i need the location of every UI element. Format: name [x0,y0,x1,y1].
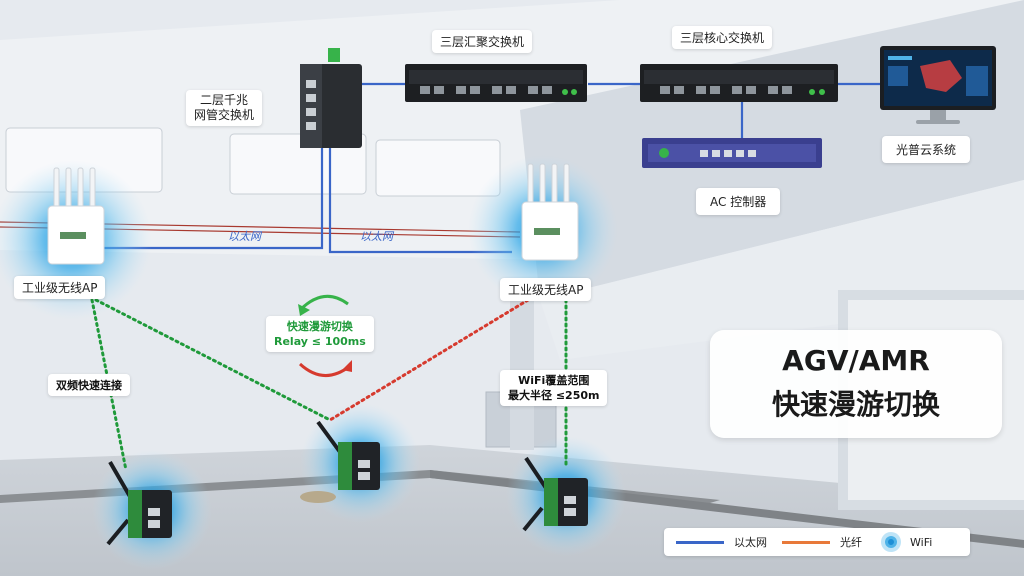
legend-item-fiber: 光纤 [782,528,862,556]
legend: 以太网 光纤 WiFi [664,528,970,556]
coverage-label-line2: 最大半径 ≤250m [508,389,600,402]
aggregation-switch-label: 三层汇聚交换机 [432,30,533,53]
roaming-label-line2: Relay ≤ 100ms [274,335,366,348]
ap-left-label: 工业级无线AP [14,276,106,299]
cloud-system-label: 光普云系统 [882,136,971,163]
aggregation-switch-icon [405,64,587,102]
agv-terminal-left-icon [106,460,172,546]
legend-ethernet-label: 以太网 [734,536,767,549]
ethernet-middle-label: 以太网 [360,230,393,243]
ethernet-line-swatch [676,540,724,544]
wifi-icon [881,532,901,552]
l2-switch-label-line1: 二层千兆 [200,93,249,107]
roaming-label: 快速漫游切换 Relay ≤ 100ms [266,316,374,352]
access-point-right-icon [521,163,579,261]
ethernet-left-label: 以太网 [228,230,261,243]
ac-controller-label: AC 控制器 [696,188,781,215]
ac-controller-icon [642,138,822,168]
agv-terminal-middle-icon [300,420,380,503]
ethernet-links [102,82,884,254]
legend-fiber-label: 光纤 [840,536,862,549]
dual-band-label: 双频快速连接 [48,374,130,396]
l2-switch-icon [300,48,362,148]
title-line1: AGV/AMR [782,344,930,377]
access-point-left-icon [47,167,105,265]
roaming-label-line1: 快速漫游切换 [286,320,353,333]
legend-item-wifi: WiFi [880,528,932,556]
core-switch-icon [640,64,838,102]
l2-switch-label: 二层千兆 网管交换机 [186,90,263,126]
agv-terminal-right-icon [522,456,588,532]
monitor-icon [880,46,996,124]
legend-wifi-label: WiFi [910,535,933,549]
l2-switch-label-line2: 网管交换机 [194,108,255,122]
ap-right-label: 工业级无线AP [500,278,592,301]
roaming-arrow-icon [298,294,352,377]
title-box: AGV/AMR 快速漫游切换 [710,330,1002,438]
title-line2: 快速漫游切换 [771,388,940,421]
fiber-line-swatch [782,540,830,544]
coverage-label: WiFi覆盖范围 最大半径 ≤250m [500,370,608,406]
coverage-label-line1: WiFi覆盖范围 [518,374,590,387]
core-switch-label: 三层核心交换机 [672,26,773,49]
legend-item-ethernet: 以太网 [676,528,767,556]
